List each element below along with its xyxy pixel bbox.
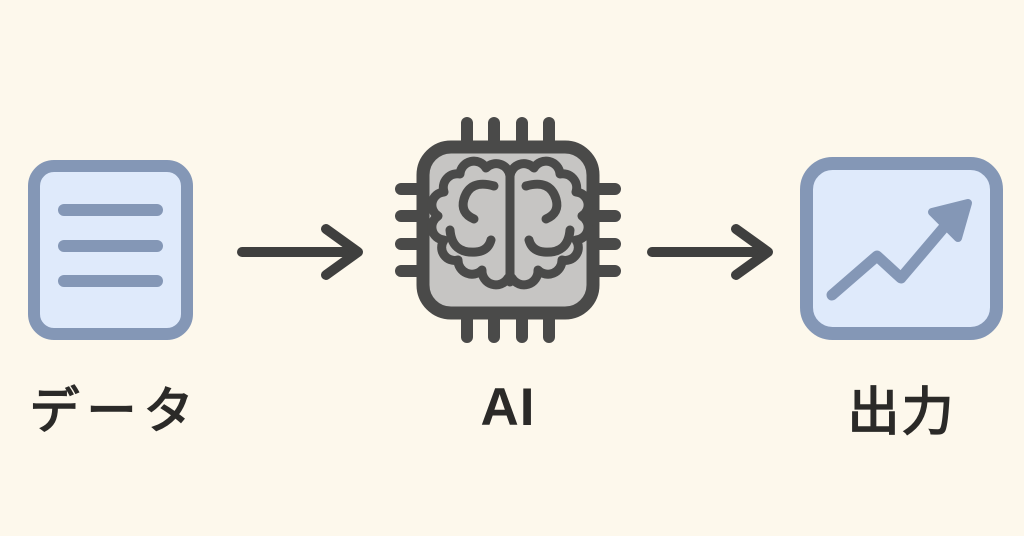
ai-chip-brain-icon xyxy=(395,117,621,343)
chart-frame xyxy=(800,157,1003,340)
node-label-output: 出力 xyxy=(847,383,956,442)
node-label-data: データ xyxy=(29,383,201,439)
arrow-right-icon xyxy=(237,224,363,280)
document-text-lines xyxy=(58,204,163,287)
brain-icon xyxy=(427,161,588,285)
node-label-ai: AI xyxy=(480,377,536,437)
arrow-right-icon xyxy=(647,224,773,280)
document-lines-icon xyxy=(28,160,193,340)
trend-line xyxy=(826,219,952,301)
line-chart-up-icon xyxy=(800,157,1003,340)
trend-arrowhead xyxy=(928,199,972,242)
